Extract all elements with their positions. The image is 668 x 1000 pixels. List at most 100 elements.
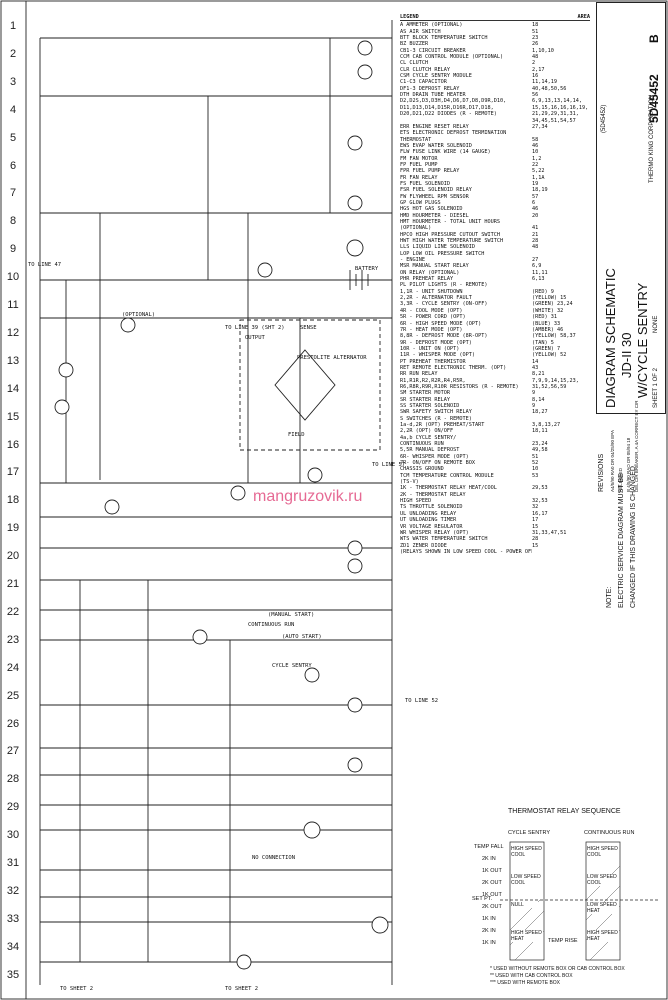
legend-item: 9R - DEFROST MODE (OPT) — [400, 339, 472, 346]
legend-area: 1,10,10 — [532, 47, 554, 54]
row-number: 16 — [6, 438, 20, 451]
note-heading: NOTE: — [606, 586, 613, 608]
row-number: 1 — [9, 20, 17, 32]
legend-item: TCM TEMPERATURE CONTROL MODULE — [400, 472, 494, 479]
legend-row: WR WHISPER RELAY (OPT)31,33,47,51 — [400, 530, 590, 536]
legend-item: ON RELAY (OPTIONAL) — [400, 269, 460, 276]
legend-area: 49,58 — [532, 447, 548, 454]
legend-item: AS AIR SWITCH — [400, 28, 441, 35]
continuous-run-label: CONTINUOUS RUN — [248, 622, 295, 628]
legend-item: MSR MANUAL START RELAY — [400, 263, 469, 270]
legend-row: 7R- ON/OFF ON REMOTE BOX 52 — [400, 460, 590, 466]
legend-item: WR WHISPER RELAY (OPT) — [400, 529, 469, 536]
legend-area: 27 — [532, 257, 539, 264]
legend-item: 2,2R (OPT) ON/OFF — [400, 428, 454, 435]
legend-area: 32,53 — [532, 498, 548, 505]
row-number: 14 — [6, 382, 20, 395]
trs-title: THERMOSTAT RELAY SEQUENCE — [508, 808, 621, 815]
legend-row: S SWITCHES (R - REMOTE) — [400, 416, 590, 422]
legend-item: SS STARTER SOLENOID — [400, 402, 460, 409]
legend-item: S SWITCHES (R - REMOTE) — [400, 415, 472, 422]
row-number: 7 — [9, 187, 17, 200]
legend-area: 15,15,16,16,16,19, — [532, 104, 589, 111]
legend-item: 6R - HIGH SPEED MODE (OPT) — [400, 320, 482, 327]
note-line-1: ELECTRIC SERVICE DIAGRAM MUST BE — [618, 473, 625, 608]
trs-temp-fall: TEMP FALL — [474, 844, 504, 850]
to-sheet-2-right: TO SHEET 2 — [225, 986, 259, 992]
drawing-title-1: DIAGRAM SCHEMATIC — [603, 268, 618, 408]
legend-area: 53 — [532, 472, 539, 479]
legend-item: 7R- ON/OFF ON REMOTE BOX — [400, 460, 475, 467]
legend-item: DTH DRAIN TUBE HEATER — [400, 92, 466, 99]
legend-item: UL UNLOADING RELAY — [400, 510, 457, 517]
legend-area: 41 — [532, 225, 539, 232]
legend-area: 6,9,13,13,14,14, — [532, 98, 582, 105]
legend-item: HIGH SPEED — [400, 498, 432, 505]
trs-step: 2K IN — [482, 856, 496, 862]
legend-row: 2,2R - ALTERNATOR FAULT(YELLOW) 15 — [400, 295, 590, 301]
legend-item: 7R - HEAT MODE (OPT) — [400, 326, 463, 333]
legend-area: (YELLOW) 58,37 — [532, 333, 576, 340]
legend-row: R6,R8R,R9R,R10R RESISTORS (R - REMOTE)31… — [400, 384, 590, 390]
optional-label: (OPTIONAL) — [122, 312, 156, 318]
legend-row: 1K - THERMOSTAT RELAY HEAT/COOL 29,53 — [400, 485, 590, 491]
legend-item: HWT HIGH WATER TEMPERATURE SWITCH — [400, 238, 504, 245]
legend-area: 19 — [532, 180, 539, 187]
legend-area: 1,2 — [532, 155, 542, 162]
legend-area: 46 — [532, 142, 539, 149]
row-number: 13 — [6, 354, 20, 367]
legend-area: 6,9 — [532, 263, 542, 270]
legend-item: EWS EVAP WATER SOLENOID — [400, 142, 472, 149]
legend-row: SS STARTER SOLENOID 9 — [400, 403, 590, 409]
legend-area: 9 — [532, 402, 536, 409]
title-block: DIAGRAM SCHEMATIC JD-II 30 W/CYCLE SENTR… — [596, 2, 666, 414]
legend-area: 29,53 — [532, 485, 548, 492]
legend-item: TS THROTTLE SOLENOID — [400, 504, 463, 511]
legend-item: (TS-V) — [400, 479, 419, 486]
legend-row: 7R - HEAT MODE (OPT)(AMBER) 46 — [400, 327, 590, 333]
legend-area: 52 — [532, 460, 539, 467]
legend-row: D11,D13,D14,D15R,D16R,D17,D18,15,15,16,1… — [400, 105, 590, 111]
legend-row: HIGH SPEED 32,53 — [400, 498, 590, 504]
legend-item: BTT BLOCK TEMPERATURE SWITCH — [400, 35, 488, 42]
legend-area: 6,13 — [532, 276, 545, 283]
legend-area: 7,9,9,14,15,23, — [532, 377, 579, 384]
legend-area: 34,45,51,54,57 — [532, 117, 576, 124]
legend-item: PT PREHEAT THERMISTOR — [400, 358, 466, 365]
legend-item: HPCO HIGH PRESSURE CUTOUT SWITCH — [400, 231, 500, 238]
legend-area: (GREEN) 23,24 — [532, 301, 573, 308]
legend-item: 1K - THERMOSTAT RELAY HEAT/COOL — [400, 485, 497, 492]
legend-item: GP GLOW PLUGS — [400, 199, 441, 206]
legend-item: CCM CAB CONTROL MODULE (OPTIONAL) — [400, 54, 504, 61]
legend-row: (OPTIONAL)41 — [400, 225, 590, 231]
trs-mode: HIGH SPEED COOL — [511, 846, 543, 858]
row-number: 4 — [9, 103, 17, 116]
row-number: 23 — [6, 633, 20, 646]
manual-start-label: (MANUAL START) — [268, 612, 315, 618]
to-sheet-2-left: TO SHEET 2 — [60, 986, 94, 992]
legend-item: CSM CYCLE SENTRY MODULE — [400, 73, 472, 80]
legend-row: 4R - COOL MODE (OPT)(WHITE) 32 — [400, 308, 590, 314]
legend-item: 5R - POWER CORD (OPT) — [400, 314, 466, 321]
legend-item: D20,D21,D22 DIODES (R - REMOTE) — [400, 111, 497, 118]
legend-area: 46 — [532, 206, 539, 213]
field-label: FIELD — [288, 432, 305, 438]
trs-mode: LOW SPEED COOL — [587, 874, 619, 886]
legend-item: (RELAYS SHOWN IN LOW SPEED COOL - POWER … — [400, 548, 532, 555]
to-line-47-label: TO LINE 47 — [28, 262, 62, 268]
trs-temp-rise: TEMP RISE — [548, 938, 578, 944]
